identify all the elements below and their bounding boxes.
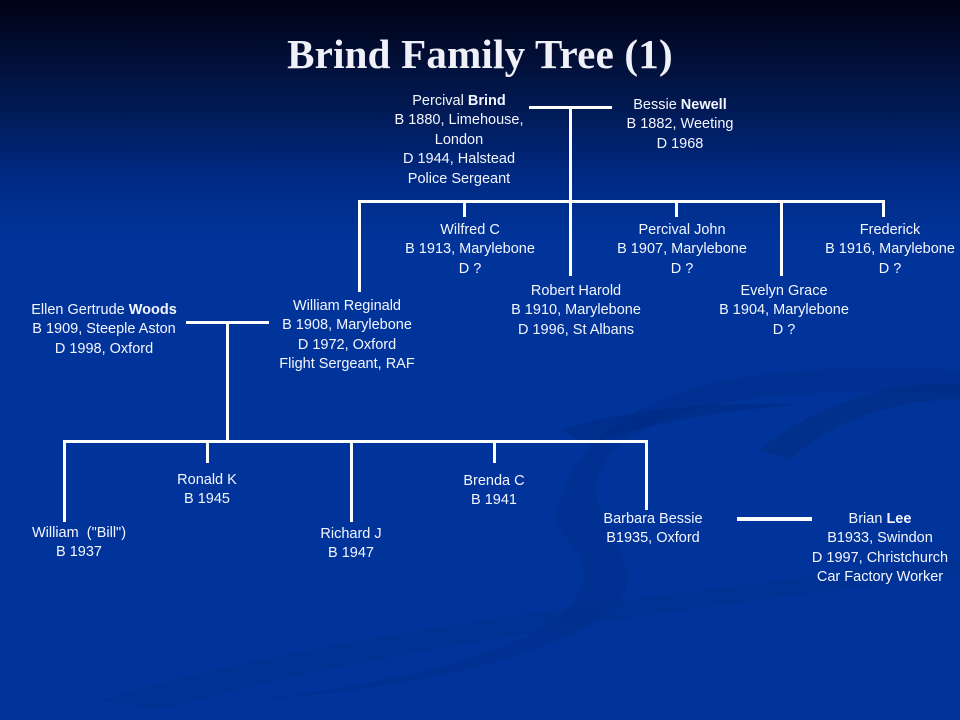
person-detail: D 1996, St Albans [517, 321, 635, 338]
person-william-bill: William ("Bill") B 1937 [32, 524, 126, 563]
person-detail: B 1907, Marylebone [617, 241, 747, 258]
person-name: Ronald K [177, 472, 237, 488]
drop-line-richard [350, 440, 353, 522]
person-william-reginald: William Reginald B 1908, Marylebone D 19… [279, 297, 414, 375]
person-percival-john: Percival John B 1907, Marylebone D ? [617, 221, 747, 279]
surname: Woods [128, 302, 177, 318]
person-brian-lee: Brian Lee B1933, Swindon D 1997, Christc… [812, 510, 948, 588]
person-detail: Flight Sergeant, RAF [279, 356, 415, 373]
person-detail: B 1913, Marylebone [405, 241, 535, 258]
drop-line-robert [569, 200, 572, 276]
person-frederick: Frederick B 1916, Marylebone D ? [825, 221, 955, 279]
person-detail: B 1947 [328, 545, 374, 562]
page-title: Brind Family Tree (1) [287, 31, 673, 77]
person-name: Robert Harold [530, 283, 622, 299]
surname: Lee [886, 511, 912, 527]
person-barbara-bessie: Barbara Bessie B1935, Oxford [603, 510, 702, 549]
person-detail: D 1998, Oxford [54, 340, 154, 357]
person-name: Brenda C [463, 473, 525, 489]
person-detail: London [434, 131, 484, 148]
drop-line-evelyn [780, 200, 783, 276]
surname: Newell [680, 97, 727, 113]
person-name: Ellen Gertrude Woods [31, 301, 177, 320]
person-ellen-gertrude-woods: Ellen Gertrude Woods B 1909, Steeple Ast… [31, 301, 177, 359]
drop-line-percival-john [675, 200, 678, 217]
first-name: Brian [848, 511, 883, 527]
descent-line-percival-bessie [569, 106, 572, 202]
person-name: Wilfred C [440, 222, 500, 238]
surname: Brind [467, 93, 506, 109]
person-name: Bessie Newell [627, 96, 734, 115]
person-name: Evelyn Grace [740, 283, 828, 299]
person-detail: B 1908, Marylebone [282, 317, 412, 334]
person-detail: D 1944, Halstead [402, 151, 516, 168]
drop-line-william-bill [63, 440, 66, 522]
descent-line-ellen-william [226, 321, 229, 442]
person-evelyn-grace: Evelyn Grace B 1904, Marylebone D ? [719, 282, 849, 340]
person-robert-harold: Robert Harold B 1910, Marylebone D 1996,… [511, 282, 641, 340]
person-name: Richard J [320, 526, 382, 542]
person-wilfred-c: Wilfred C B 1913, Marylebone D ? [405, 221, 535, 279]
person-detail: B 1882, Weeting [626, 116, 734, 133]
person-detail: D ? [772, 321, 796, 338]
first-name: Bessie [633, 97, 677, 113]
first-name: Ellen Gertrude [31, 302, 125, 318]
person-name: Percival Brind [395, 92, 524, 111]
sibling-bar-extension-frederick [780, 200, 885, 203]
marriage-line-barbara-brian [737, 517, 812, 521]
person-ronald-k: Ronald K B 1945 [177, 471, 237, 510]
person-detail: D 1968 [656, 135, 704, 152]
person-name: Frederick [859, 222, 921, 238]
drop-line-william-reginald [358, 200, 361, 292]
person-detail: B 1945 [184, 491, 230, 508]
person-percival-brind: Percival Brind B 1880, Limehouse, London… [395, 92, 524, 189]
person-detail: B 1909, Steeple Aston [32, 321, 176, 338]
drop-line-barbara [645, 440, 648, 510]
person-detail: D ? [670, 260, 694, 277]
sibling-bar-gen3 [63, 440, 648, 443]
person-richard-j: Richard J B 1947 [320, 525, 381, 564]
person-name: Percival John [638, 222, 726, 238]
person-detail: B 1910, Marylebone [511, 302, 641, 319]
drop-line-ronald [206, 440, 209, 463]
person-detail: Car Factory Worker [816, 569, 944, 586]
person-detail: B 1937 [56, 544, 102, 561]
person-detail: D ? [458, 260, 482, 277]
person-detail: D ? [878, 260, 902, 277]
drop-line-brenda [493, 440, 496, 463]
person-name: William Reginald [293, 298, 401, 314]
person-detail: Police Sergeant [407, 170, 511, 187]
person-detail: B 1916, Marylebone [825, 241, 955, 258]
person-detail: B 1941 [471, 492, 517, 509]
first-name: Percival [412, 93, 464, 109]
drop-line-wilfred [463, 200, 466, 217]
person-bessie-newell: Bessie Newell B 1882, Weeting D 1968 [627, 96, 734, 154]
person-detail: D 1997, Christchurch [811, 549, 949, 566]
person-detail: B 1880, Limehouse, [394, 112, 524, 129]
person-detail: D 1972, Oxford [297, 336, 397, 353]
person-name: William ("Bill") [31, 525, 127, 541]
person-detail: B1933, Swindon [827, 530, 933, 547]
person-detail: B1935, Oxford [606, 530, 700, 547]
person-name: Barbara Bessie [603, 511, 703, 527]
person-brenda-c: Brenda C B 1941 [463, 472, 524, 511]
person-name: Brian Lee [812, 510, 948, 529]
person-detail: B 1904, Marylebone [719, 302, 849, 319]
drop-line-frederick [882, 200, 885, 217]
